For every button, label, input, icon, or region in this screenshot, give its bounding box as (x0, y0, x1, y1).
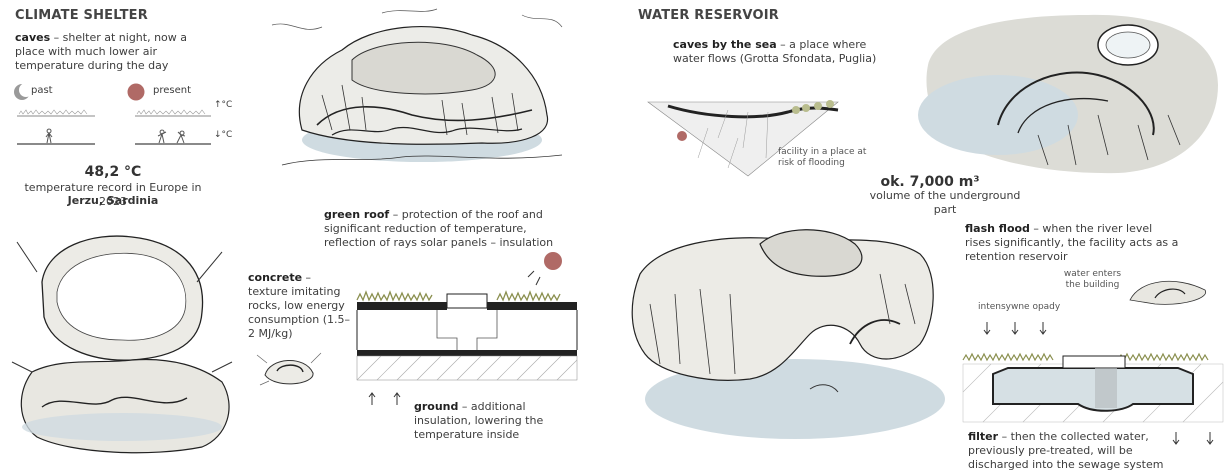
past-label: past (31, 85, 53, 96)
caves-description: caves – shelter at night, now a place wi… (15, 31, 205, 73)
green-roof-section (356, 290, 578, 381)
water-reservoir-title: WATER RESERVOIR (638, 8, 779, 23)
temp-up-label: ↑°C (214, 100, 233, 110)
filter-arrows (1172, 432, 1214, 445)
present-label: present (153, 85, 192, 96)
temperature-record-text: temperature record in Europe in 2023 (24, 181, 202, 208)
climate-shelter-title: CLIMATE SHELTER (15, 8, 148, 23)
flash-flood-term: flash flood (965, 222, 1030, 235)
filter-term: filter (968, 430, 999, 443)
facility-note: facility in a place at risk of flooding (778, 147, 867, 168)
flash-flood-description: flash flood – when the river level rises… (965, 222, 1180, 264)
caves-by-sea-text: – a place where water flows (Grotta Sfon… (673, 38, 877, 65)
moon-icon (14, 83, 33, 100)
caves-by-sea-description: caves by the sea – a place where water f… (673, 38, 878, 66)
rain-arrows (983, 322, 1047, 335)
boulder-sketch (11, 235, 233, 454)
green-roof-text: – protection of the roof and significant… (324, 208, 554, 249)
ground-text: – additional insulation, lowering the te… (414, 400, 544, 441)
temperature-record-place: Jerzu, Sardinia (67, 194, 159, 207)
ground-description: ground – additional insulation, lowering… (414, 400, 579, 442)
reservoir-section (962, 352, 1224, 423)
sea-cave-sketch (918, 14, 1218, 174)
caves-term: caves (15, 31, 51, 44)
temperature-record-value: 48,2 °C (84, 164, 142, 180)
volume-value: ok. 7,000 m³ (880, 174, 980, 190)
caves-by-sea-term: caves by the sea (673, 38, 777, 51)
water-enters-label: water enters the building (1063, 269, 1122, 290)
concrete-description: concrete – texture imitating rocks, low … (248, 271, 354, 341)
concrete-term: concrete (248, 271, 303, 284)
rain-label: intensywne opady (978, 302, 1061, 312)
crater-sketch (256, 352, 322, 386)
rock-shelter-sketch (271, 8, 563, 166)
caves-text: – shelter at night, now a place with muc… (15, 31, 188, 72)
green-roof-term: green roof (324, 208, 390, 221)
flood-site-map (647, 100, 839, 177)
filter-text: – then the collected water, previously p… (968, 430, 1164, 471)
arch-cave-sketch (631, 229, 945, 439)
ground-term: ground (414, 400, 459, 413)
volume-text: volume of the underground part (869, 189, 1021, 216)
temp-down-label: ↓°C (214, 130, 233, 140)
sun-icon (127, 83, 145, 101)
filter-description: filter – then the collected water, previ… (968, 430, 1168, 472)
water-entry-sketch (1129, 280, 1206, 305)
flash-flood-text: – when the river level rises significant… (965, 222, 1179, 263)
green-roof-description: green roof – protection of the roof and … (324, 208, 579, 250)
concrete-text: – texture imitating rocks, low energy co… (248, 271, 351, 340)
ground-arrows (368, 392, 401, 405)
sun-rays-icon (527, 252, 562, 286)
past-present-ground-sketch (17, 109, 211, 145)
